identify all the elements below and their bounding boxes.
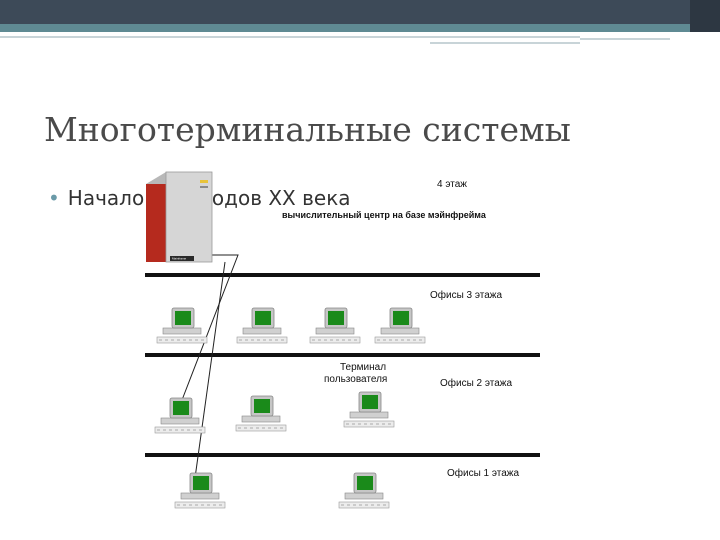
computing-center-label: вычислительный центр на базе мэйнфрейма bbox=[282, 210, 486, 220]
decor-line bbox=[430, 42, 580, 44]
floor-label-3: Офисы 3 этажа bbox=[430, 290, 503, 301]
terminal-icon bbox=[343, 391, 395, 428]
terminal-label-line2: пользователя bbox=[324, 374, 388, 385]
terminal-icon bbox=[338, 472, 390, 509]
bullet-dot: • bbox=[48, 186, 60, 210]
terminal-icon bbox=[236, 307, 288, 344]
terminal-icon bbox=[156, 307, 208, 344]
terminal-label-line1: Терминал bbox=[340, 362, 387, 373]
floor-label-2: Офисы 2 этажа bbox=[440, 378, 513, 389]
terminal-icon bbox=[174, 472, 226, 509]
accent-band bbox=[0, 24, 720, 32]
terminal-icon bbox=[309, 307, 361, 344]
terminal-icon bbox=[154, 397, 206, 434]
corner-block bbox=[690, 0, 720, 32]
slide-title: Многотерминальные системы bbox=[44, 110, 571, 149]
decor-line bbox=[0, 36, 580, 38]
floor-label-1: Офисы 1 этажа bbox=[447, 468, 520, 479]
floor-lines bbox=[145, 273, 540, 457]
mainframe-brand: Mainframe bbox=[172, 257, 187, 261]
terminal-icon bbox=[235, 395, 287, 432]
mainframe-icon bbox=[146, 171, 213, 263]
title-bar bbox=[0, 0, 720, 24]
decor-line bbox=[580, 38, 670, 40]
terminal-icon bbox=[374, 307, 426, 344]
floor-label-4: 4 этаж bbox=[437, 179, 467, 190]
cables bbox=[181, 254, 239, 479]
